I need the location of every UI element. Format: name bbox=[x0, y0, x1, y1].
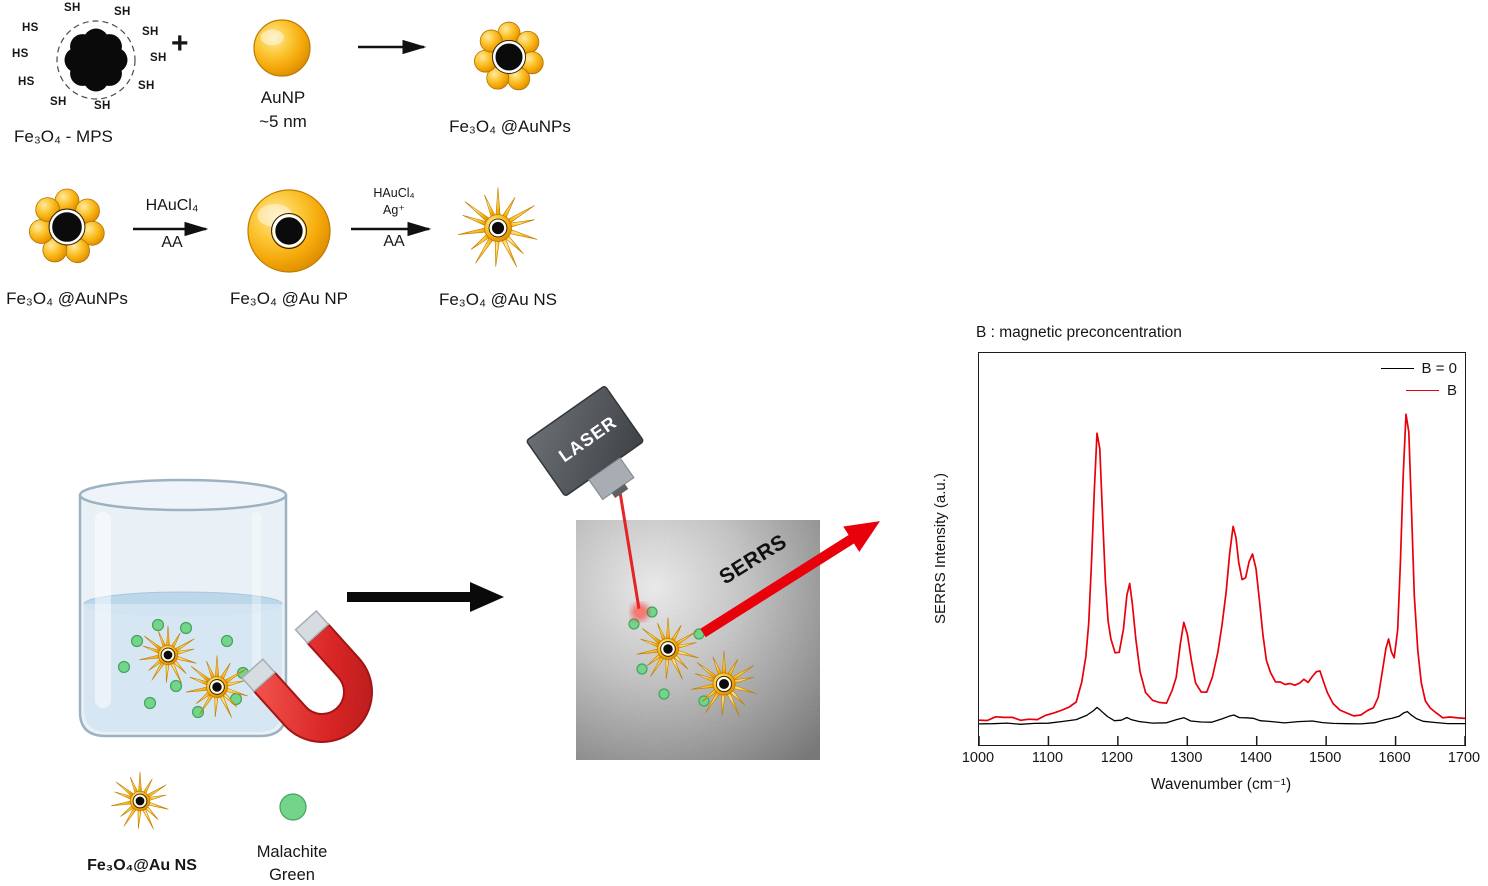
legend-line-black bbox=[1380, 367, 1414, 369]
thiol-label: SH bbox=[138, 80, 155, 92]
sample-square bbox=[576, 520, 820, 760]
x-tick-label: 1200 bbox=[1100, 750, 1133, 766]
fe3o4-aunps-icon bbox=[28, 188, 105, 264]
nanostar-icon bbox=[185, 655, 248, 718]
row2-start-label: Fe₃O₄ @AuNPs bbox=[6, 289, 128, 308]
laser-icon bbox=[526, 386, 644, 501]
synthesis-scheme-icons bbox=[28, 19, 544, 273]
malachite-green-dot bbox=[179, 621, 193, 635]
malachite-green-dot bbox=[169, 679, 183, 693]
thiol-label: HS bbox=[12, 48, 29, 60]
row1-product-label: Fe₃O₄ @AuNPs bbox=[449, 117, 571, 136]
x-tick-label: 1300 bbox=[1170, 750, 1203, 766]
legend-label-b: B bbox=[1446, 381, 1457, 399]
thiol-label: SH bbox=[94, 100, 111, 112]
malachite-green-dot bbox=[191, 705, 205, 719]
x-axis-label: Wavenumber (cm⁻¹) bbox=[1150, 776, 1292, 793]
x-axis-ticks: 1000 1100 1200 1300 1400 1500 1600 1700 bbox=[962, 750, 1480, 770]
sample-square-contents bbox=[628, 606, 757, 717]
reagent-ag-label: Ag⁺ bbox=[383, 203, 405, 217]
spectrum-curve-B bbox=[978, 413, 1466, 722]
legend-item-b0: B = 0 bbox=[1380, 357, 1457, 379]
beaker-illustration bbox=[78, 478, 288, 738]
nanostar-icon bbox=[457, 187, 538, 268]
x-tick-label: 1700 bbox=[1447, 750, 1481, 766]
reagent-aa-label: AA bbox=[161, 234, 183, 251]
y-axis-label-wrap: SERRS Intensity (a.u.) bbox=[926, 352, 954, 744]
x-tick-label: 1600 bbox=[1378, 750, 1411, 766]
serrs-arrow bbox=[700, 521, 880, 638]
malachite-green-dot bbox=[117, 660, 131, 674]
plus-sign: + bbox=[171, 27, 189, 60]
malachite-green-dot bbox=[636, 663, 648, 675]
legend-dye-label-line2: Green bbox=[269, 866, 315, 884]
chart-legend: B = 0 B bbox=[1380, 357, 1457, 401]
thiol-label: HS bbox=[22, 22, 39, 34]
malachite-green-dot bbox=[628, 618, 640, 630]
serrs-chart: B : magnetic preconcentration SERRS Inte… bbox=[932, 318, 1488, 828]
legend-label-b0: B = 0 bbox=[1421, 359, 1457, 377]
laser-beam bbox=[618, 491, 649, 621]
malachite-green-dot bbox=[143, 696, 157, 710]
chart-title: B : magnetic preconcentration bbox=[976, 324, 1182, 341]
reagent-haucl4-label: HAuCl₄ bbox=[145, 197, 199, 214]
thiol-label: SH bbox=[114, 6, 131, 18]
x-tick-label: 1500 bbox=[1309, 750, 1342, 766]
legend-dye-label-line1: Malachite bbox=[256, 843, 328, 861]
thiol-label: SH bbox=[150, 52, 167, 64]
thiol-label: HS bbox=[18, 76, 35, 88]
nanostar-icon bbox=[111, 771, 169, 830]
mps-label: Fe₃O₄ - MPS bbox=[14, 127, 113, 146]
fe3o4-aunps-icon bbox=[474, 21, 544, 91]
aunp-size-label: ~5 nm bbox=[259, 112, 307, 131]
spectrum-plot bbox=[978, 413, 1466, 745]
legend-nanostar-label: Fe₃O₄@Au NS bbox=[87, 857, 197, 874]
mps-thiol-labels: SH SH SH SH SH SH SH HS HS HS bbox=[12, 2, 174, 119]
malachite-green-dot bbox=[658, 688, 670, 700]
malachite-green-dot bbox=[130, 634, 144, 648]
aunp-label: AuNP bbox=[260, 88, 306, 107]
malachite-green-dot bbox=[279, 793, 307, 821]
legend-line-red bbox=[1405, 389, 1439, 391]
malachite-green-dot bbox=[220, 634, 234, 648]
reagent-aa-2-label: AA bbox=[383, 233, 405, 250]
legend-item-b: B bbox=[1381, 379, 1457, 401]
malachite-green-dot bbox=[151, 618, 165, 632]
y-axis-label: SERRS Intensity (a.u.) bbox=[931, 472, 949, 624]
thiol-label: SH bbox=[64, 2, 81, 14]
spectrum-curve-B=0 bbox=[978, 706, 1465, 725]
magnet-icon bbox=[240, 609, 373, 743]
x-tick-label: 1400 bbox=[1239, 750, 1272, 766]
ns-label: Fe₃O₄ @Au NS bbox=[438, 290, 558, 309]
reagent-haucl4-2-label: HAuCl₄ bbox=[373, 186, 415, 200]
np-label: Fe₃O₄ @Au NP bbox=[229, 289, 349, 308]
nanostar-icon bbox=[636, 617, 699, 680]
x-tick-label: 1000 bbox=[961, 750, 995, 766]
thiol-label: SH bbox=[142, 26, 159, 38]
legend-icons bbox=[111, 771, 307, 830]
x-tick-label: 1100 bbox=[1031, 750, 1064, 766]
thiol-label: SH bbox=[50, 96, 67, 108]
fe3o4-au-np-icon bbox=[247, 189, 331, 273]
gold-nanoparticle-icon bbox=[253, 19, 311, 77]
fe3o4-mps-icon bbox=[56, 20, 136, 100]
nanostar-icon bbox=[691, 650, 757, 717]
plot-area: B = 0 B bbox=[978, 352, 1466, 746]
nanostar-icon bbox=[139, 625, 197, 684]
